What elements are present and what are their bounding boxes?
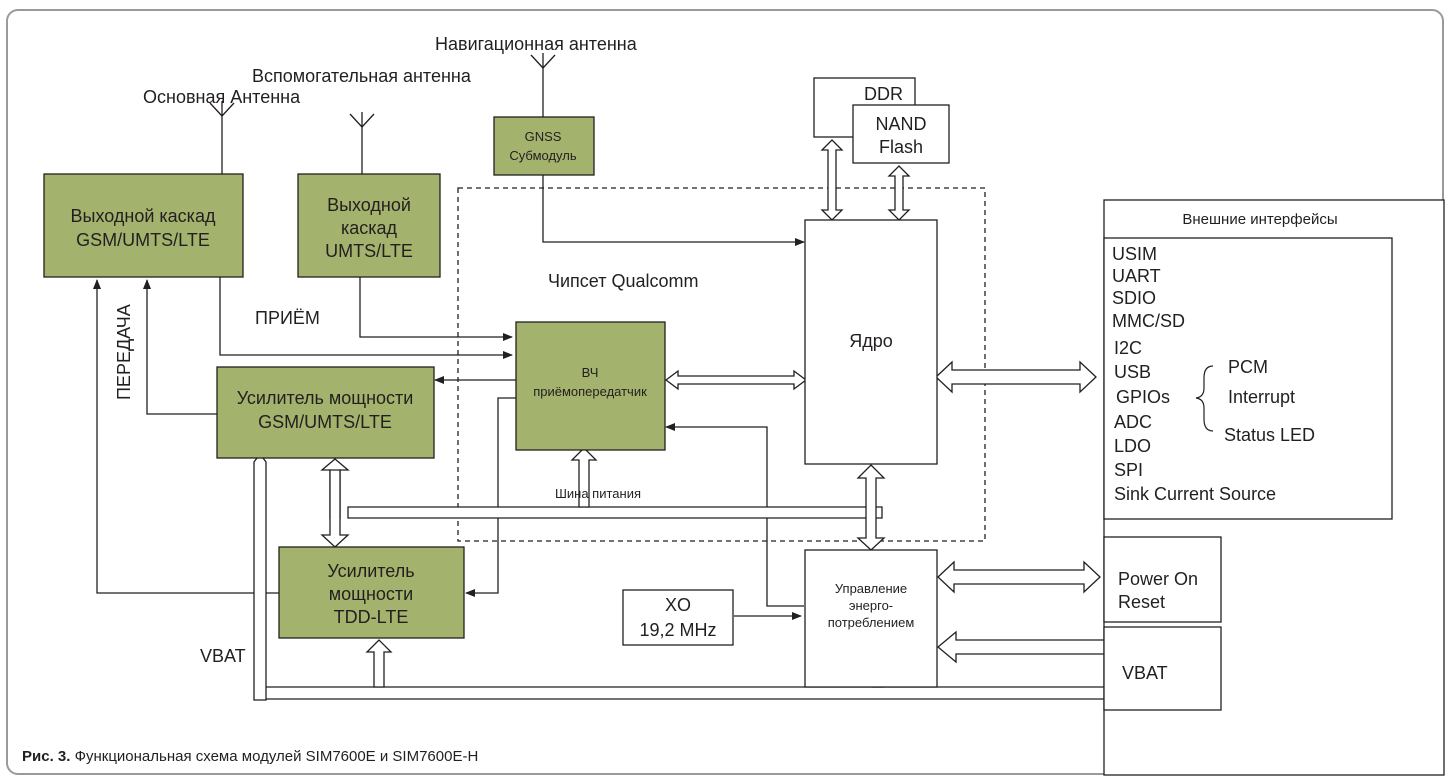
- caption-text: Функциональная схема модулей SIM7600E и …: [70, 748, 479, 765]
- output-umts-line1: Выходной: [327, 195, 411, 215]
- interface-item: UART: [1112, 266, 1161, 286]
- aux-antenna-icon: [349, 112, 375, 175]
- interface-item: MMC/SD: [1112, 311, 1185, 331]
- output-stage-gsm-block: [43, 173, 244, 278]
- gpio-item: PCM: [1228, 357, 1268, 377]
- nand-line1: NAND: [875, 114, 926, 134]
- nand-flash-block: [852, 104, 950, 164]
- power-mgmt-line1: Управление: [835, 581, 907, 596]
- interface-item: GPIOs: [1116, 387, 1170, 407]
- power-management-block: [804, 549, 938, 688]
- interface-list-box: [1103, 237, 1393, 520]
- gpio-item: Status LED: [1224, 425, 1315, 445]
- interface-item: Sink Current Source: [1114, 484, 1276, 504]
- interfaces-title: Внешние интерфейсы: [1182, 211, 1337, 228]
- nand-line2: Flash: [879, 137, 923, 157]
- output-umts-line2: каскад: [341, 218, 398, 238]
- core-block: [804, 219, 938, 465]
- ddr-label: DDR: [864, 84, 903, 104]
- caption-prefix: Рис. 3.: [22, 748, 71, 765]
- power-on-line1: Power On: [1118, 569, 1198, 589]
- power-bus-label: Шина питания: [555, 486, 641, 501]
- xo-block: [622, 589, 734, 646]
- pa-tdd-line2: мощности: [329, 584, 413, 604]
- xo-line1: XO: [665, 595, 691, 615]
- gnss-line2: Субмодуль: [509, 148, 576, 163]
- pa-tdd-line1: Усилитель: [327, 561, 414, 581]
- nav-antenna-icon: [530, 53, 556, 118]
- interface-item: SPI: [1114, 460, 1143, 480]
- gpio-item: Interrupt: [1228, 387, 1295, 407]
- gnss-line1: GNSS: [525, 129, 562, 144]
- receive-label: ПРИЁМ: [255, 308, 320, 328]
- chipset-boundary: [457, 187, 986, 542]
- output-gsm-line1: Выходной каскад: [71, 206, 216, 226]
- vbat-label: VBAT: [200, 646, 246, 666]
- output-umts-line3: UMTS/LTE: [325, 241, 413, 261]
- gpio-brace: [1195, 365, 1214, 432]
- power-on-reset-block: [1103, 536, 1222, 623]
- gnss-submodule-block: [493, 116, 595, 176]
- main-antenna-label: Основная Антенна: [143, 87, 301, 107]
- output-stage-umts-block: [297, 173, 441, 278]
- vbat-block: [1103, 626, 1222, 711]
- pa-tdd-block: [278, 546, 465, 639]
- interface-item: I2C: [1114, 338, 1142, 358]
- power-mgmt-line3: потреблением: [828, 615, 915, 630]
- interface-item: LDO: [1114, 436, 1151, 456]
- interface-item: SDIO: [1112, 288, 1156, 308]
- xo-line2: 19,2 MHz: [639, 620, 716, 640]
- chipset-label: Чипсет Qualcomm: [548, 271, 698, 291]
- main-antenna-icon: [209, 101, 235, 175]
- transceiver-line2: приёмопередатчик: [533, 384, 647, 399]
- power-mgmt-line2: энерго-: [849, 598, 893, 613]
- pa-gsm-line1: Усилитель мощности: [237, 388, 414, 408]
- rf-transceiver-block: [515, 321, 666, 451]
- interface-list: USIM UART SDIO MMC/SD I2C USB GPIOs ADC …: [1112, 244, 1315, 504]
- interface-item: ADC: [1114, 412, 1152, 432]
- vbat-box-label: VBAT: [1122, 663, 1168, 683]
- interface-item: USB: [1114, 362, 1151, 382]
- core-label: Ядро: [849, 331, 893, 351]
- transmit-label: ПЕРЕДАЧА: [114, 304, 134, 400]
- figure-caption: Рис. 3. Функциональная схема модулей SIM…: [22, 748, 478, 765]
- pa-tdd-line3: TDD-LTE: [334, 607, 409, 627]
- power-on-line2: Reset: [1118, 592, 1165, 612]
- pa-gsm-block: [216, 366, 435, 459]
- interface-item: USIM: [1112, 244, 1157, 264]
- aux-antenna-label: Вспомогательная антенна: [252, 66, 472, 86]
- transceiver-line1: ВЧ: [582, 365, 599, 380]
- pa-gsm-line2: GSM/UMTS/LTE: [258, 412, 392, 432]
- nav-antenna-label: Навигационная антенна: [435, 34, 638, 54]
- output-gsm-line2: GSM/UMTS/LTE: [76, 230, 210, 250]
